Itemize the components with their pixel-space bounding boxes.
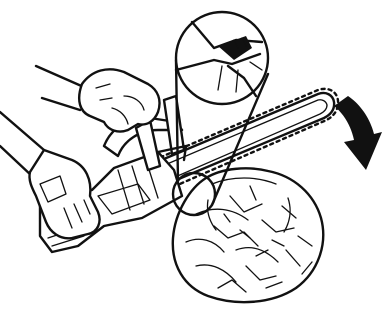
magnifier-inset [173, 12, 268, 215]
log-cross-section [173, 168, 323, 302]
kickback-arrow [334, 96, 382, 170]
left-glove [0, 112, 100, 238]
right-glove [36, 66, 160, 132]
